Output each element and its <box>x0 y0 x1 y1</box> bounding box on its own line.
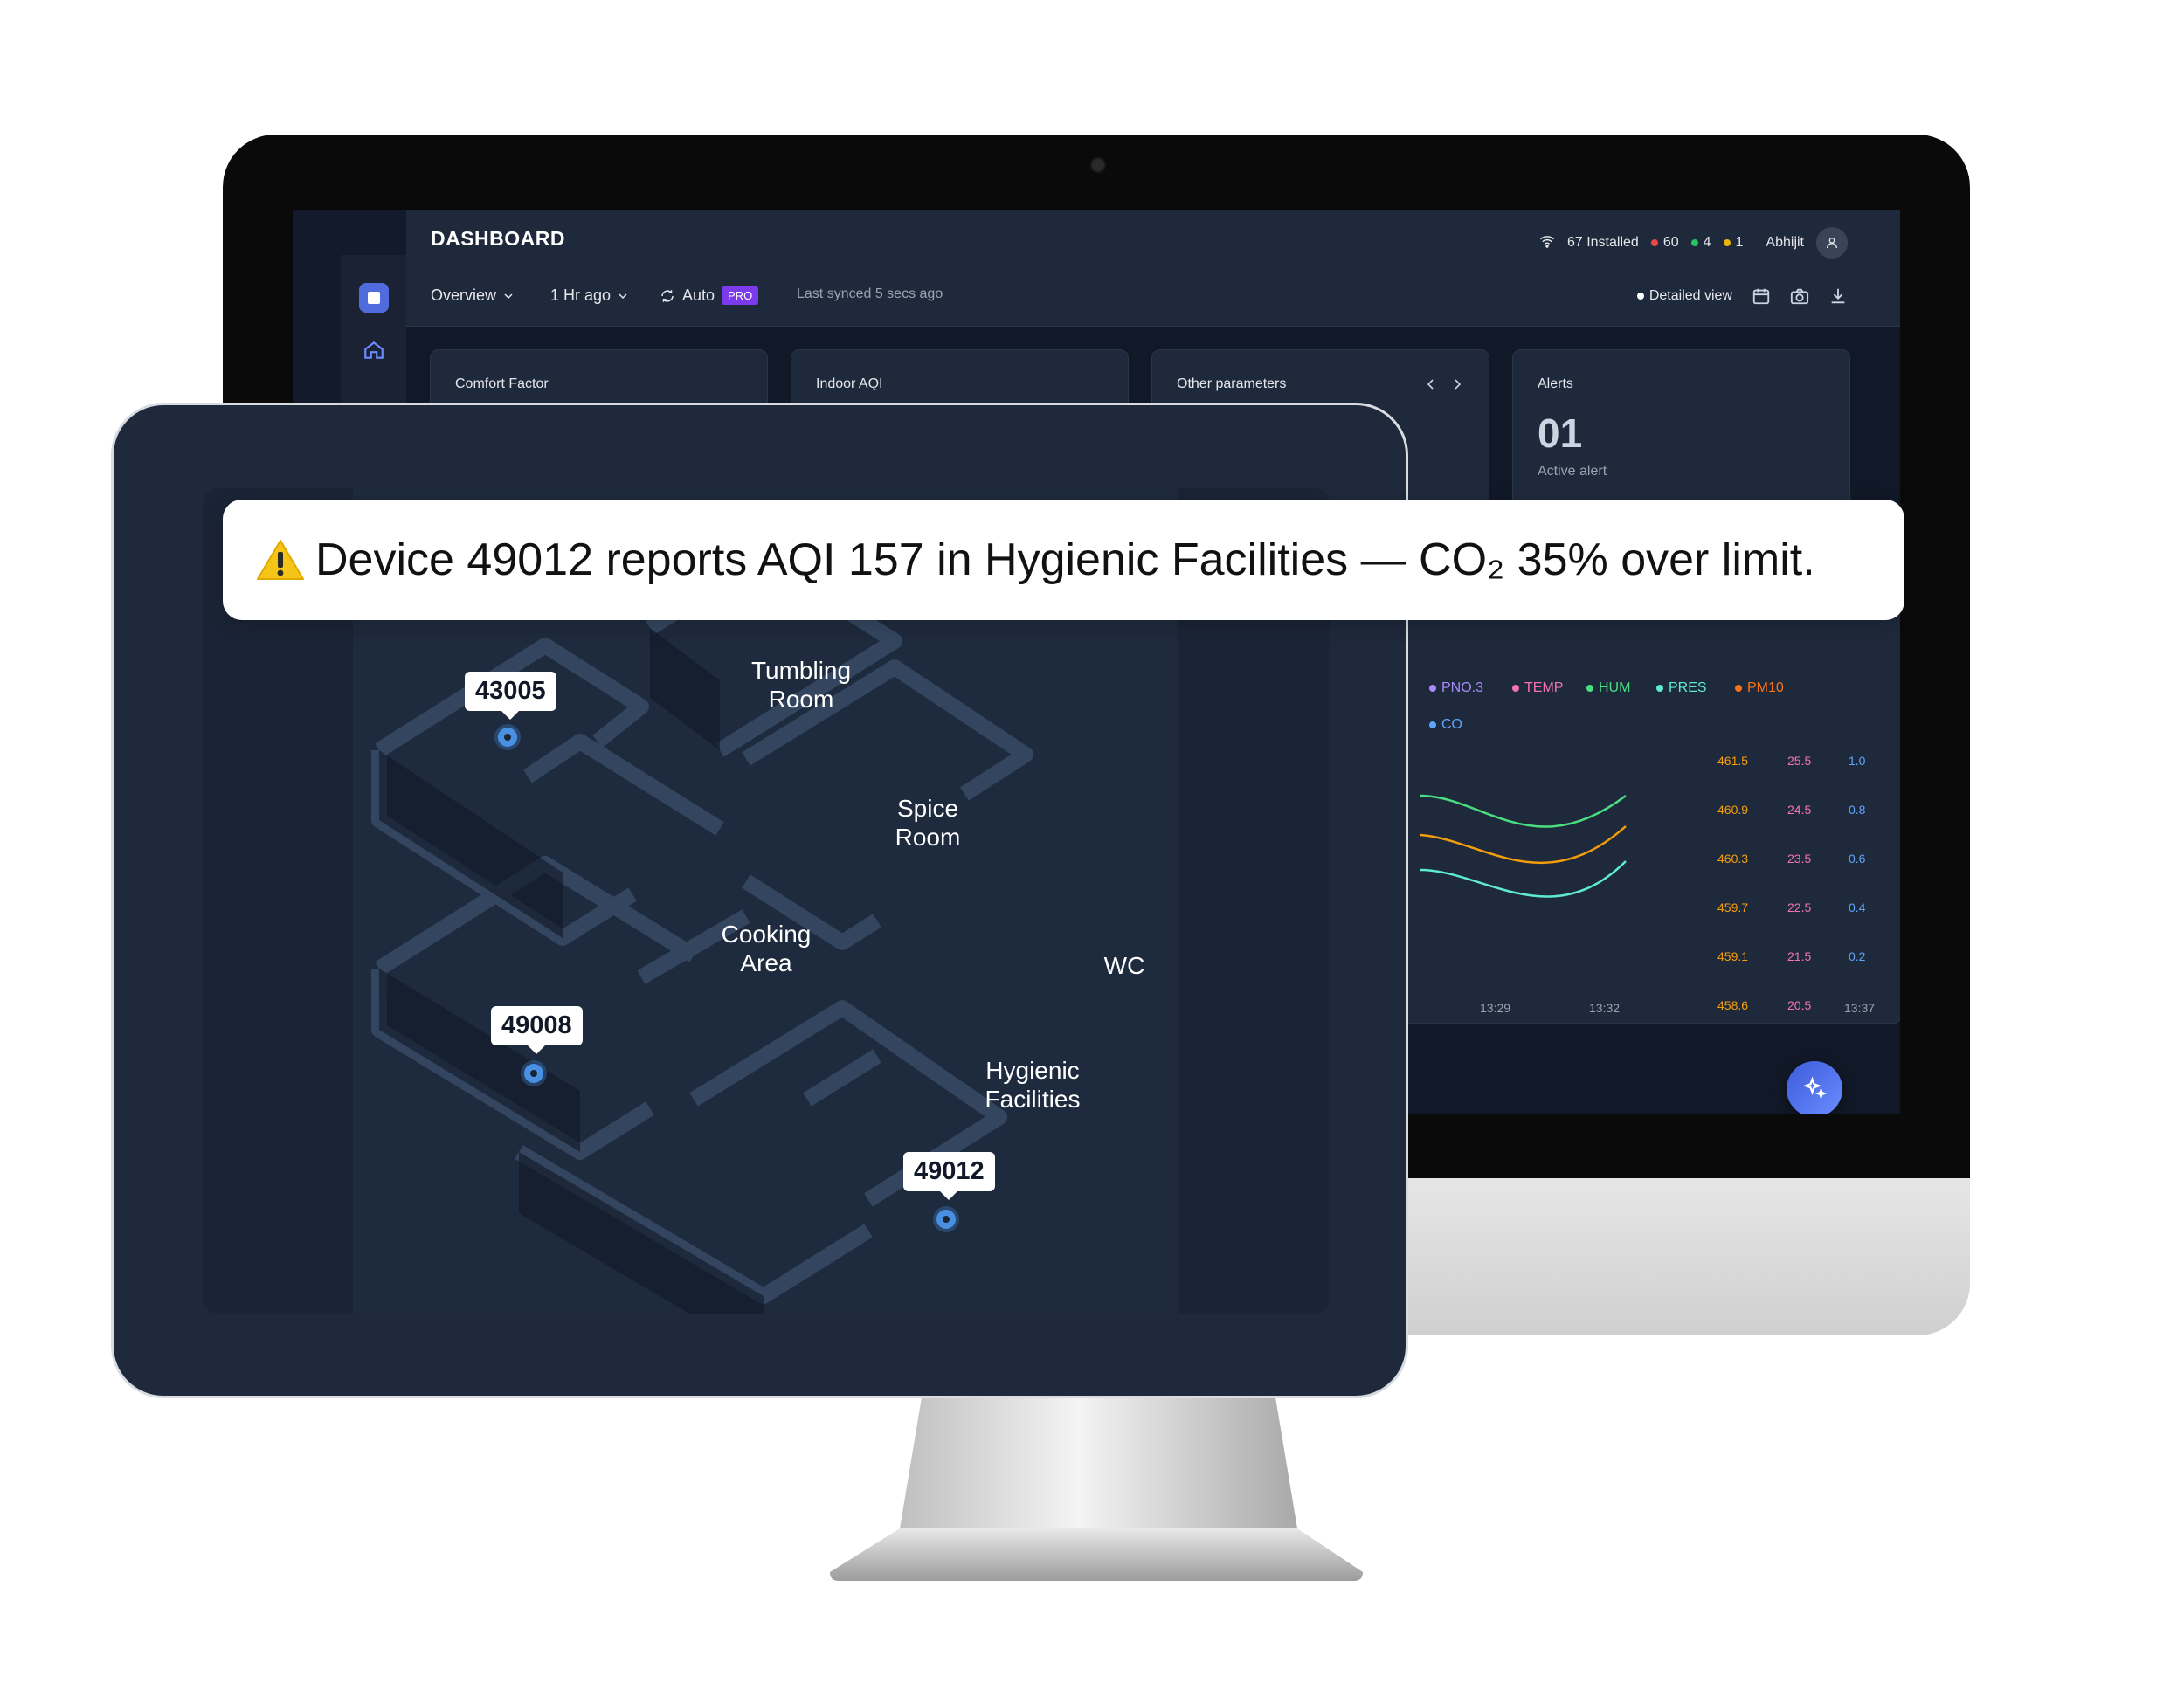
card-title: Indoor AQI <box>816 376 883 391</box>
toolbar-actions: Detailed view <box>1636 286 1848 306</box>
chevron-right-icon[interactable] <box>1452 378 1462 390</box>
app-logo-button[interactable] <box>359 283 389 313</box>
temp-axis-tick: 22.5 <box>1787 900 1812 914</box>
room-label-wc: WC <box>1103 952 1145 979</box>
x-axis-tick: 13:37 <box>1844 1001 1876 1015</box>
chevron-left-icon[interactable] <box>1426 378 1436 390</box>
legend-item-pno3[interactable]: PNO.3 <box>1429 680 1483 696</box>
co-axis-tick: 0.2 <box>1849 949 1866 963</box>
monitor-stand <box>830 1397 1363 1581</box>
co-axis-tick: 0.4 <box>1849 900 1866 914</box>
overview-dropdown[interactable]: Overview <box>431 286 514 305</box>
room-label-spice: Spice Room <box>895 795 961 851</box>
legend-item-pm10[interactable]: PM10 <box>1735 680 1784 696</box>
last-synced: Last synced 5 secs ago <box>797 286 943 301</box>
device-tag-43005[interactable]: 43005 <box>465 672 556 720</box>
device-pin-49008[interactable] <box>524 1064 543 1083</box>
temp-axis-tick: 25.5 <box>1787 754 1812 768</box>
status-yellow: 1 <box>1723 235 1743 251</box>
co2-axis-tick: 460.9 <box>1717 803 1749 817</box>
alert-banner[interactable]: Device 49012 reports AQI 157 in Hygienic… <box>223 500 1904 620</box>
co-axis-tick: 0.8 <box>1849 803 1866 817</box>
warning-icon <box>257 540 304 580</box>
page-title: DASHBOARD <box>431 227 565 250</box>
pres-series-line <box>1420 860 1627 898</box>
co2-axis-tick: 461.5 <box>1717 754 1749 768</box>
device-tag-49008[interactable]: 49008 <box>491 1006 583 1054</box>
floor-map-screen: Tumbling Room Spice Room Cooking Area WC… <box>203 488 1330 1314</box>
temp-axis-tick: 23.5 <box>1787 852 1812 866</box>
alert-banner-text: Device 49012 reports AQI 157 in Hygienic… <box>315 535 1815 585</box>
hum-series-line <box>1420 794 1627 828</box>
pro-badge: PRO <box>722 286 759 305</box>
temp-axis-tick: 20.5 <box>1787 998 1812 1012</box>
chevron-down-icon <box>619 293 627 299</box>
co-axis-tick: 0.6 <box>1849 852 1866 866</box>
calendar-icon[interactable] <box>1752 286 1771 306</box>
room-label-cooking: Cooking Area <box>721 921 812 976</box>
card-title: Comfort Factor <box>455 376 549 391</box>
download-icon[interactable] <box>1828 286 1848 306</box>
ai-assistant-button[interactable] <box>1787 1061 1842 1114</box>
camera <box>1090 157 1106 173</box>
chevron-down-icon <box>504 293 513 299</box>
installed-count: 67 Installed <box>1566 235 1639 250</box>
co2-axis-tick: 459.7 <box>1717 900 1749 914</box>
device-pin-49012[interactable] <box>936 1210 956 1229</box>
legend-item-hum[interactable]: HUM <box>1586 680 1630 696</box>
co2-series-line <box>1420 825 1627 865</box>
x-axis-tick: 13:29 <box>1480 1001 1511 1015</box>
floor-plan <box>353 488 1178 1314</box>
top-bar: DASHBOARD 67 Installed 60 4 1 Abhijit <box>406 210 1900 270</box>
card-title: Alerts <box>1538 376 1573 391</box>
co2-axis-tick: 458.6 <box>1717 998 1749 1012</box>
user-icon <box>1827 238 1837 249</box>
camera-icon[interactable] <box>1790 286 1809 306</box>
wifi-icon <box>1539 234 1555 252</box>
legend-item-co[interactable]: CO <box>1429 717 1462 733</box>
toolbar: Overview 1 Hr ago Auto PRO Last synced 5… <box>406 269 1900 327</box>
avatar[interactable] <box>1816 227 1848 259</box>
card-title: Other parameters <box>1177 376 1287 391</box>
status-green: 4 <box>1690 235 1711 251</box>
co2-axis-tick: 460.3 <box>1717 852 1749 866</box>
co2-axis-tick: 459.1 <box>1717 949 1749 963</box>
sparkle-icon <box>1802 1076 1828 1100</box>
refresh-icon <box>661 289 674 302</box>
co-axis-tick: 1.0 <box>1849 754 1866 768</box>
legend-item-pres[interactable]: PRES <box>1656 680 1707 696</box>
device-tag-49012[interactable]: 49012 <box>903 1152 995 1200</box>
legend-item-temp[interactable]: TEMP <box>1512 680 1563 696</box>
time-range-dropdown[interactable]: 1 Hr ago <box>550 286 628 305</box>
chart-plot <box>1420 794 1627 898</box>
status-red: 60 <box>1650 235 1679 251</box>
alert-count: 01 <box>1538 410 1583 456</box>
user-name: Abhijit <box>1766 235 1804 250</box>
status-bar: 67 Installed 60 4 1 Abhijit <box>1539 227 1848 259</box>
temp-axis-tick: 21.5 <box>1787 949 1812 963</box>
alert-subtitle: Active alert <box>1538 464 1607 479</box>
floor-plan-walls <box>371 550 1033 1314</box>
device-pin-43005[interactable] <box>498 728 517 747</box>
temp-axis-tick: 24.5 <box>1787 803 1812 817</box>
auto-refresh-toggle[interactable]: Auto PRO <box>660 286 759 305</box>
room-label-hygienic: Hygienic Facilities <box>985 1057 1081 1113</box>
room-label-tumbling: Tumbling Room <box>750 657 852 713</box>
home-icon[interactable] <box>363 339 385 362</box>
detailed-view-toggle[interactable]: Detailed view <box>1636 288 1732 304</box>
x-axis-tick: 13:32 <box>1589 1001 1621 1015</box>
